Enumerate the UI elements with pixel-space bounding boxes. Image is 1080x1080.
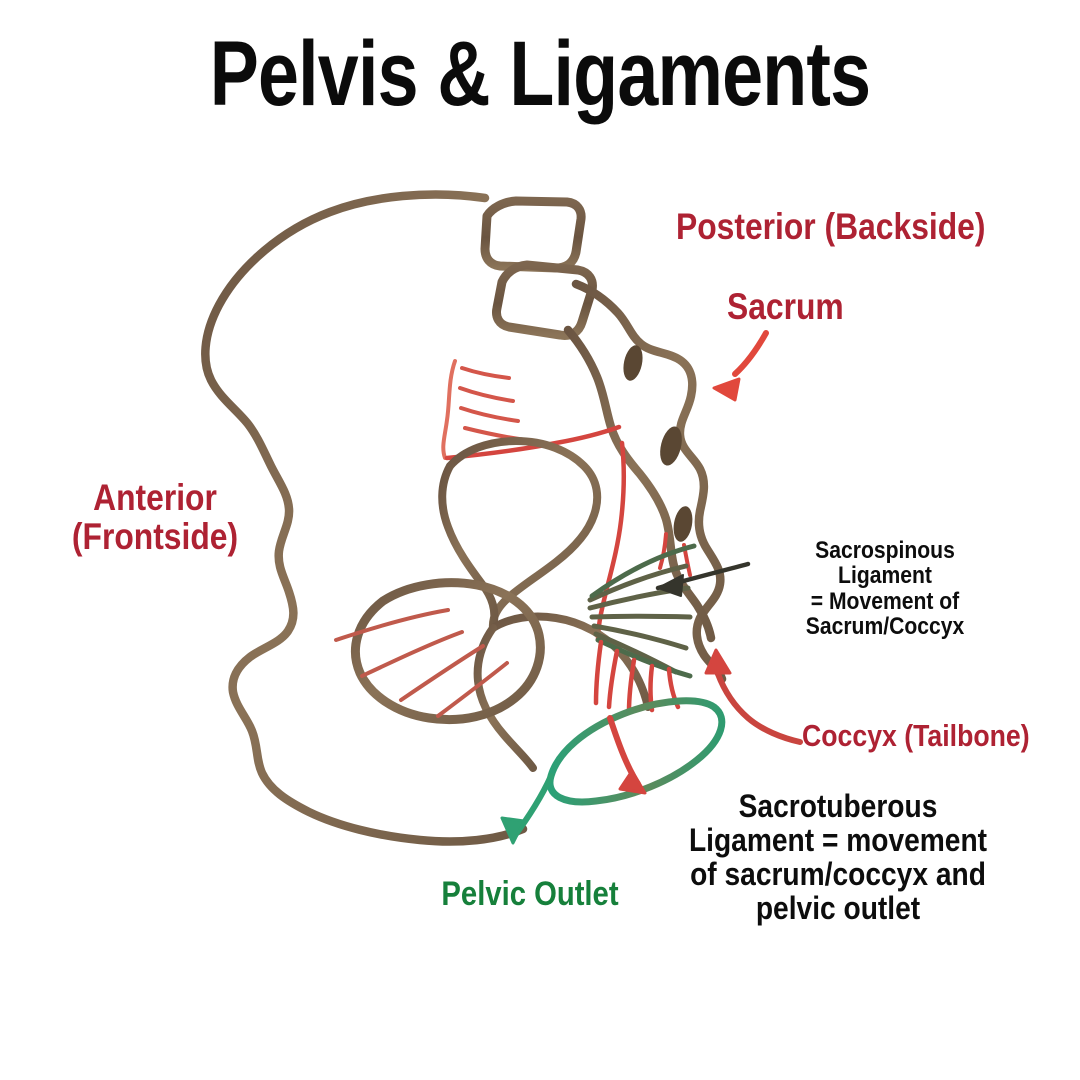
sacral-ala-hatching [441,359,622,461]
label-anterior-line2: (Frontside) [71,516,239,558]
label-anterior-line1: Anterior [93,477,217,518]
label-sacrospinous-line1: Sacrospinous Ligament [815,537,955,590]
sacrum-arrow [712,330,769,402]
sacral-foramina [623,345,693,542]
label-sacrotuberous-line4: pelvic outlet [755,889,921,926]
label-posterior: Posterior (Backside) [676,206,986,247]
sacrospinous-pointer [655,561,751,597]
label-sacrotuberous-line1: Sacrotuberous [738,788,938,824]
label-anterior: Anterior (Frontside) [30,477,279,558]
label-sacrotuberous-line3: of sacrum/coccyx and [690,855,986,892]
sacrospinous-ligament-fan [587,543,697,679]
obturator-hatching [334,608,509,718]
coccyx-arrow [704,648,803,745]
label-sacrospinous-line3: Sacrum/Coccyx [805,613,965,641]
label-pelvic-outlet: Pelvic Outlet [441,875,619,913]
page-title: Pelvis & Ligaments [209,23,871,125]
label-sacrotuberous-ligament: Sacrotuberous Ligament = movement of sac… [671,788,1005,926]
lumbar-vertebra-lower [492,260,597,340]
label-sacrospinous-line2: = Movement of [810,587,960,615]
lumbar-vertebra-upper [480,196,586,273]
iliac-crest-outline [201,190,528,846]
obturator-foramen [350,578,545,725]
pelvic-outlet-arrow [500,773,554,845]
sacrotuberous-arrow [607,715,647,795]
sacrum-body [563,279,727,684]
label-sacrospinous-ligament: Sacrospinous Ligament = Movement of Sacr… [766,538,1004,640]
label-sacrotuberous-line2: Ligament = movement [688,821,988,858]
label-sacrum: Sacrum [727,286,844,327]
label-coccyx: Coccyx (Tailbone) [802,718,1030,753]
pelvic-outlet-ellipse [546,697,726,806]
